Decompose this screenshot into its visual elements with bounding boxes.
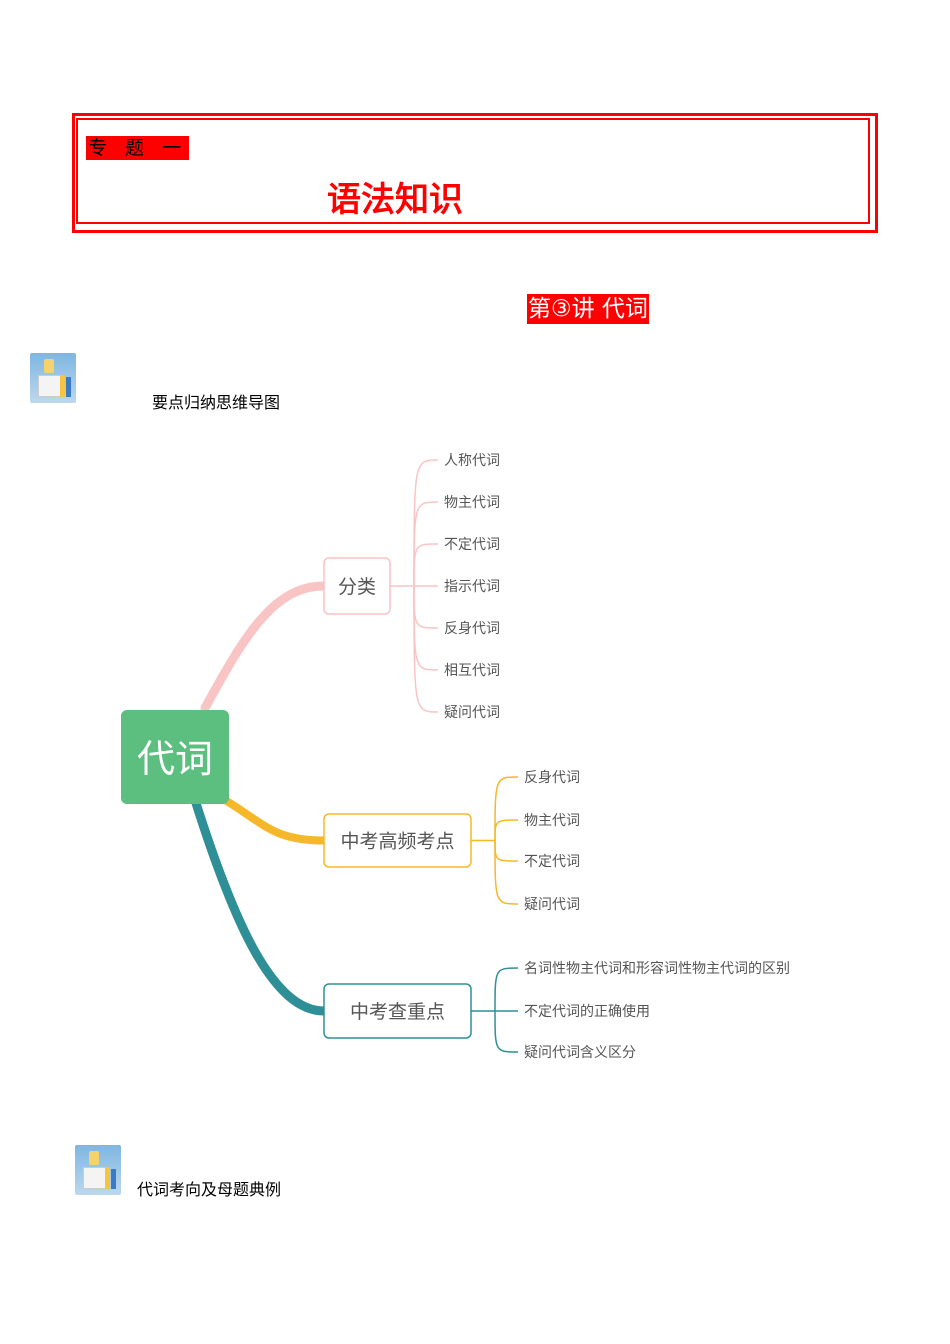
- leaf-label: 不定代词: [524, 854, 580, 870]
- branch-connector: [190, 795, 329, 1016]
- leaf-label: 相互代词: [444, 663, 500, 679]
- main-title: 语法知识: [327, 180, 463, 220]
- leaf-label: 指示代词: [444, 579, 500, 595]
- leaf-label: 反身代词: [524, 770, 580, 786]
- root-node: [121, 710, 229, 804]
- leaf-label: 物主代词: [524, 813, 580, 829]
- leaf-connector: [413, 543, 439, 587]
- leaf-connector: [494, 840, 519, 862]
- branch-connector: [200, 581, 329, 713]
- section-title-mindmap: 要点归纳思维导图: [152, 393, 281, 412]
- branch-label: 中考查重点: [350, 1001, 445, 1023]
- topic-label: 专 题 一: [86, 136, 190, 160]
- leaf-connector: [494, 819, 519, 841]
- section-title-examples: 代词考向及母题典例: [137, 1180, 282, 1199]
- lecture-title: 第③讲 代词: [527, 294, 649, 324]
- leaf-connector: [413, 585, 439, 713]
- root-label: 代词: [137, 737, 213, 781]
- leaf-label: 名词性物主代词和形容词性物主代词的区别: [524, 960, 790, 977]
- branch-node: 中考高频考点: [323, 813, 472, 868]
- branch-connector: [221, 796, 328, 845]
- leaf-label: 不定代词的正确使用: [524, 1003, 650, 1020]
- leaf-connector: [413, 585, 439, 629]
- leaf-connector: [494, 967, 519, 1012]
- leaf-label: 疑问代词含义区分: [524, 1045, 636, 1061]
- title-frame: [72, 113, 878, 233]
- books-icon: [30, 353, 76, 403]
- leaf-label: 不定代词: [444, 537, 500, 553]
- leaf-connector: [413, 459, 439, 587]
- leaf-label: 反身代词: [444, 621, 500, 637]
- branch-node: 分类: [323, 557, 391, 615]
- branch-label: 中考高频考点: [340, 831, 454, 853]
- leaf-label: 疑问代词: [524, 897, 580, 913]
- leaf-connector: [494, 1010, 519, 1053]
- books-icon: [75, 1145, 121, 1195]
- leaf-label: 物主代词: [444, 495, 500, 511]
- leaf-label: 疑问代词: [444, 705, 500, 721]
- leaf-label: 人称代词: [444, 453, 500, 469]
- branch-node: 中考查重点: [323, 983, 472, 1039]
- leaf-connector: [494, 776, 519, 841]
- leaf-connector: [494, 840, 519, 905]
- branch-label: 分类: [338, 576, 376, 598]
- title-frame-inner: [76, 118, 870, 224]
